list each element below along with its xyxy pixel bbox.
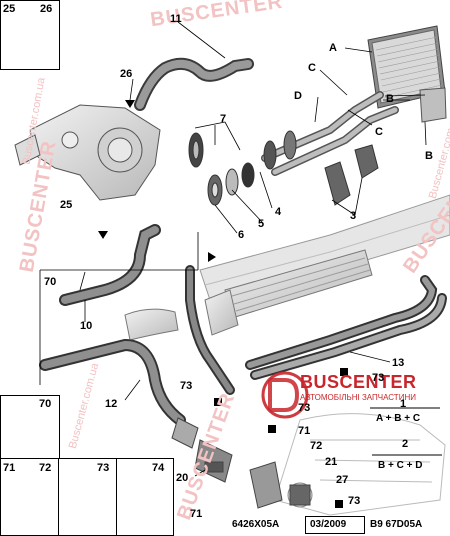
thermostat-housing (14, 104, 161, 201)
callout-27: 27 (336, 474, 349, 486)
callout-3: 3 (350, 210, 357, 222)
watermark-brand-main: BUSCENTER (300, 372, 417, 392)
detail-box-74 (116, 458, 174, 536)
brand-logo (261, 371, 309, 419)
callout-20: 20 (176, 472, 189, 484)
callout-72-a: 72 (310, 440, 323, 452)
detail-box-71-72 (0, 458, 60, 536)
leader-lines (39, 21, 427, 477)
pump-21 (249, 461, 311, 509)
legend-lines (370, 407, 442, 456)
footer-code: 6426X05A (232, 519, 280, 530)
footer-date: 03/2009 (310, 519, 347, 530)
callout-71-b: 71 (190, 508, 203, 520)
clip-markers (214, 368, 348, 508)
callout-C-1: C (308, 62, 316, 74)
hose-10 (59, 224, 161, 306)
callout-B-1: B (386, 93, 394, 105)
callout-7: 7 (220, 113, 227, 125)
hose-13 (245, 275, 447, 380)
brackets-3 (324, 144, 379, 206)
callout-25-box: 25 (3, 3, 16, 15)
marker-triangles (98, 100, 216, 262)
callout-73-a: 73 (180, 380, 193, 392)
gaskets (188, 130, 297, 206)
callout-11: 11 (170, 13, 182, 25)
callout-12: 12 (105, 398, 118, 410)
egr-hose (185, 265, 235, 395)
legend-variant-1: A + B + C (376, 413, 421, 424)
detail-box-25-26 (0, 0, 60, 70)
footer-ref: B9 67D05A (370, 519, 423, 530)
valve-20 (171, 417, 233, 483)
callout-21: 21 (325, 456, 338, 468)
callout-70: 70 (44, 276, 57, 288)
detail-label-71: 71 (3, 462, 16, 474)
hose-11 (134, 57, 254, 111)
callout-B-2: B (425, 150, 433, 162)
detail-label-74: 74 (152, 462, 165, 474)
detail-label-72: 72 (39, 462, 52, 474)
detail-box-70 (0, 395, 60, 459)
callout-73-c: 73 (298, 402, 311, 414)
detail-label-73: 73 (97, 462, 110, 474)
heater-radiator (367, 25, 447, 123)
callout-26: 26 (120, 68, 133, 80)
callout-10: 10 (80, 320, 93, 332)
callout-73-b: 73 (372, 372, 385, 384)
callout-D: D (294, 90, 302, 102)
callout-5: 5 (258, 218, 265, 230)
callout-73-d: 73 (348, 495, 361, 507)
callout-1: 1 (400, 398, 407, 410)
hose-12 (39, 338, 186, 426)
callout-25: 25 (60, 199, 73, 211)
callout-13: 13 (392, 357, 405, 369)
detail-label-70: 70 (39, 398, 52, 410)
watermark-tagline: АВТОМОБІЛЬНІ ЗАПЧАСТИНИ (300, 393, 416, 402)
callout-2: 2 (402, 438, 409, 450)
callout-26-box: 26 (40, 3, 53, 15)
callout-A: A (329, 42, 337, 54)
callout-6: 6 (238, 229, 245, 241)
callout-71-a: 71 (298, 425, 311, 437)
heater-pipes (261, 91, 399, 176)
egr-cooler (124, 249, 373, 341)
legend-variant-2: B + C + D (378, 460, 423, 471)
callout-C-2: C (375, 126, 383, 138)
callout-4: 4 (275, 206, 282, 218)
